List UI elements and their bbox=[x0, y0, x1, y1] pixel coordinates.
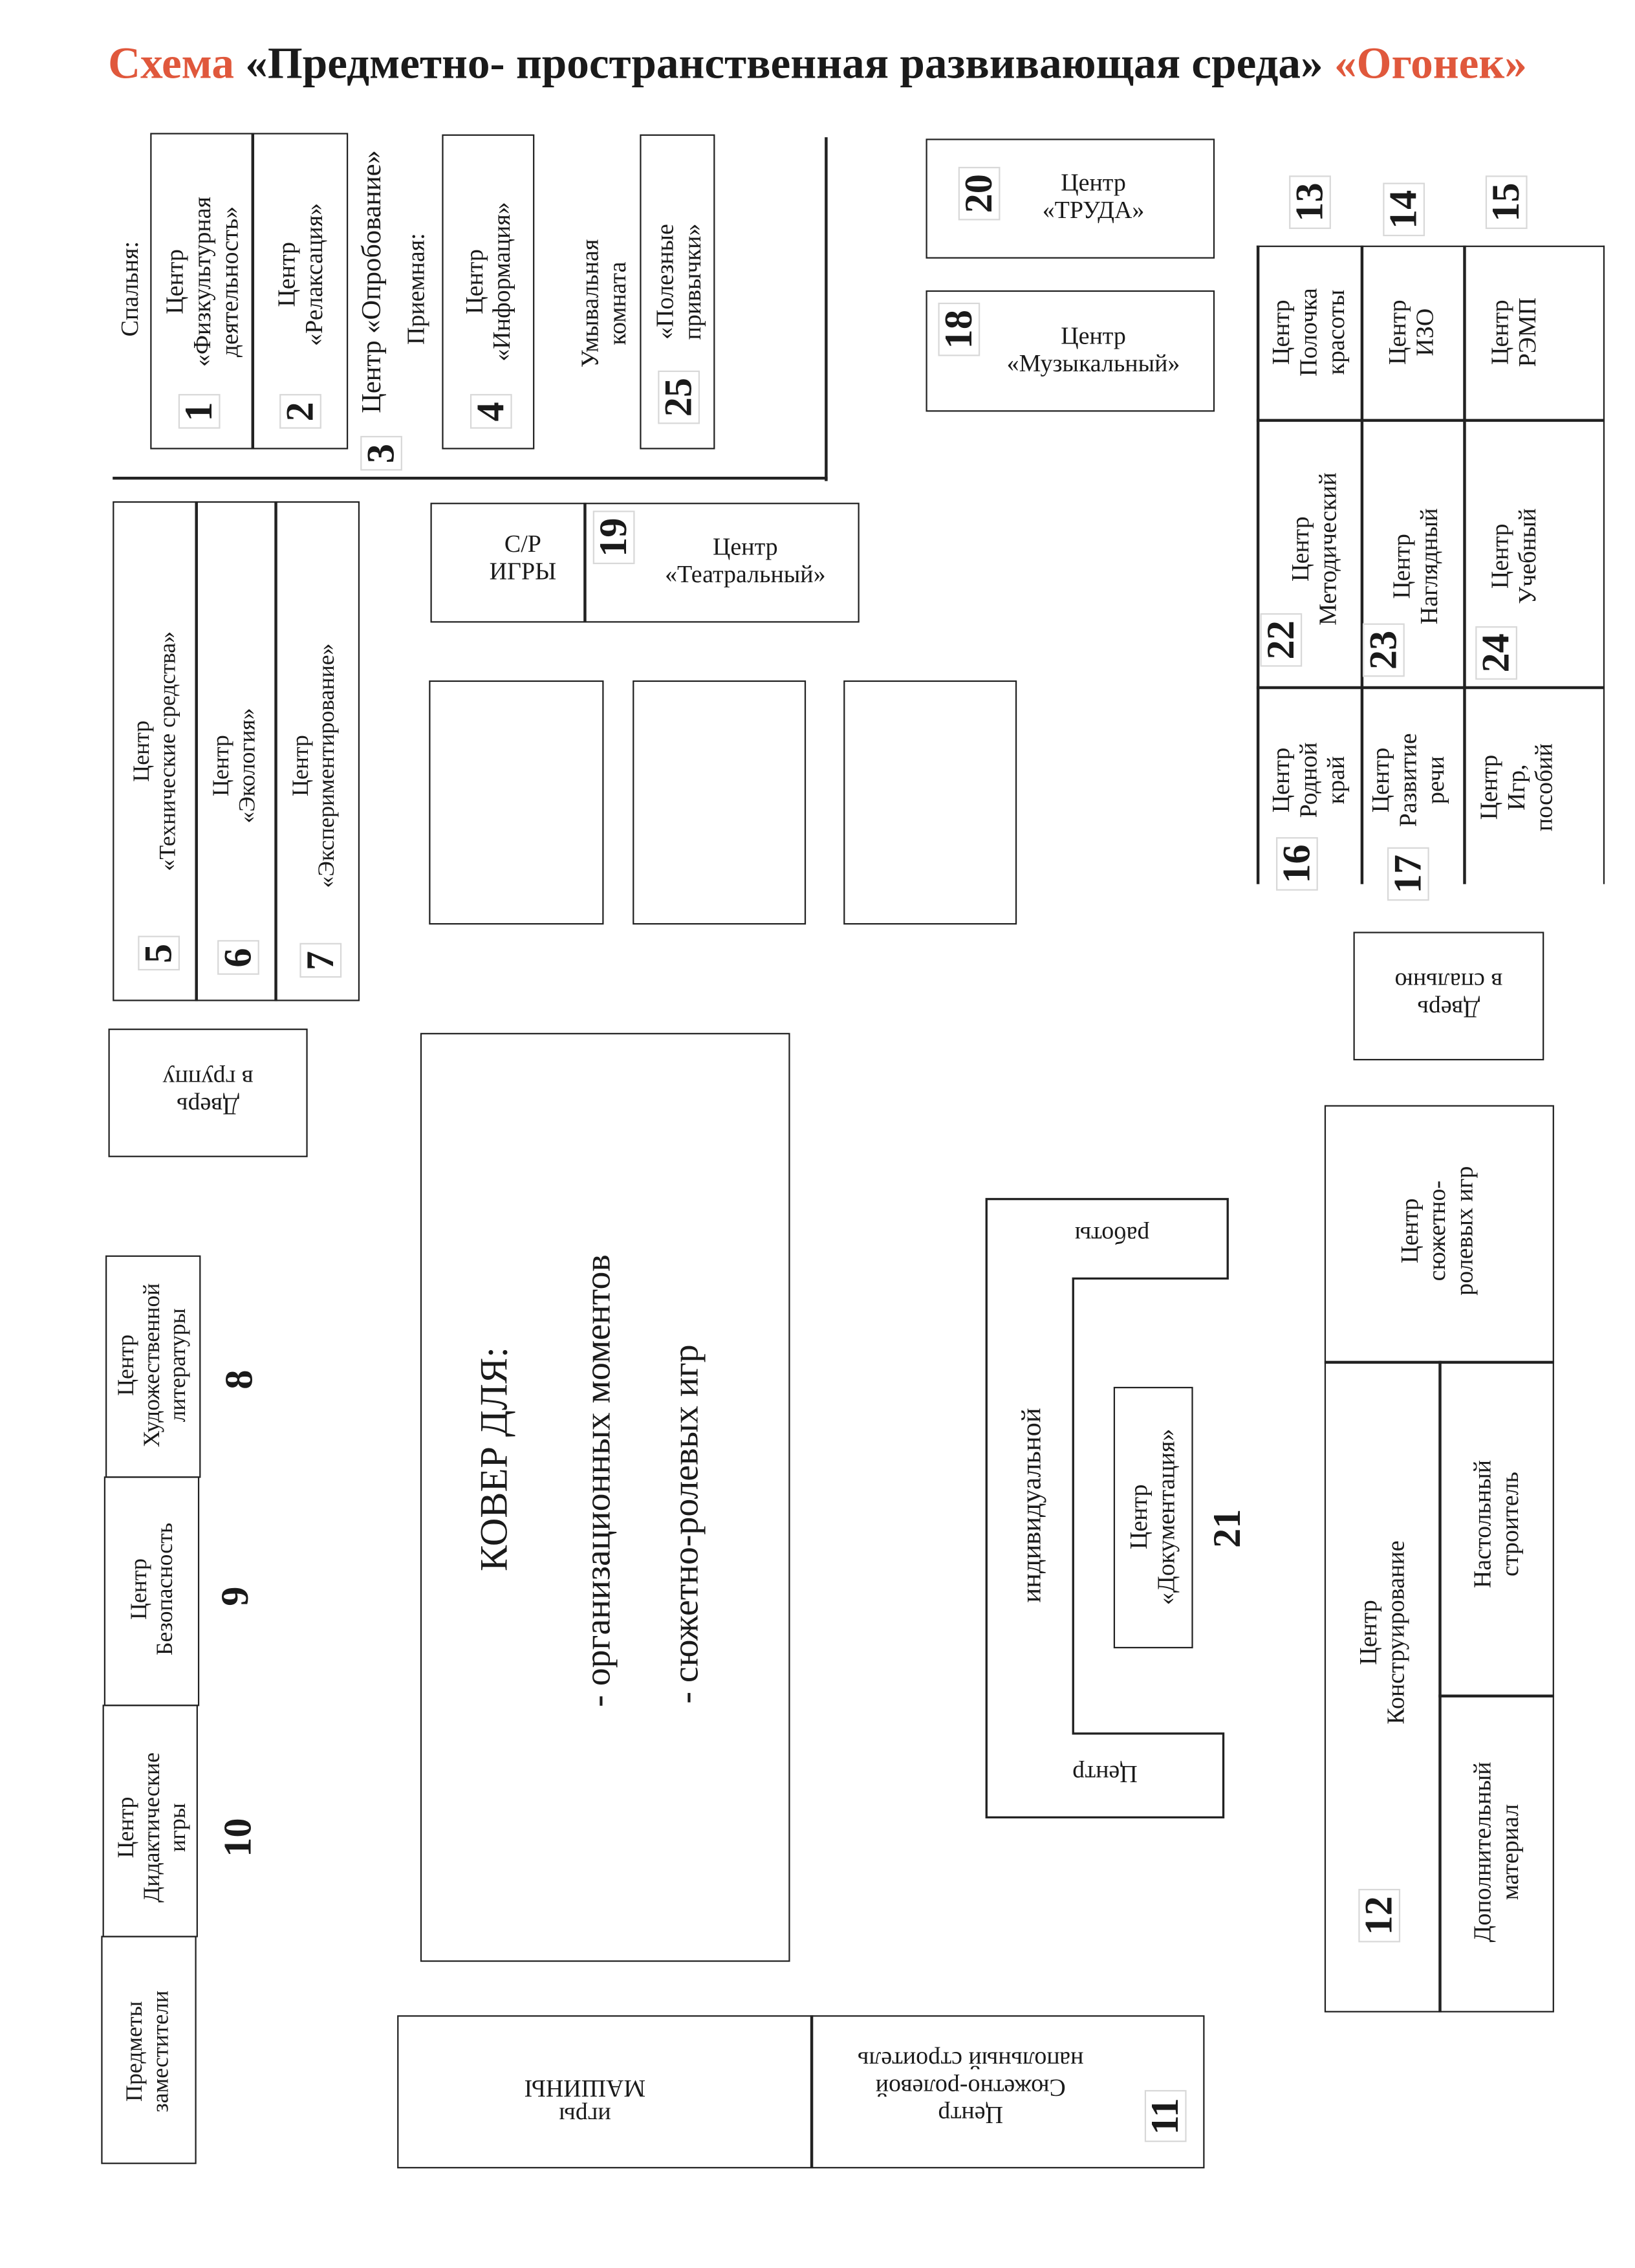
individual-work-middle-label: индивидуальной bbox=[1017, 1408, 1048, 1603]
center-21-number: 21 bbox=[1206, 1503, 1249, 1554]
wall-horizontal bbox=[113, 476, 828, 480]
title-prefix: Схема bbox=[108, 38, 234, 89]
divider bbox=[1463, 245, 1466, 884]
individual-work-top-label: работы bbox=[1074, 1221, 1150, 1249]
center-21-label: Центр «Документация» bbox=[1125, 1428, 1180, 1606]
divider bbox=[583, 503, 586, 623]
title-group: «Огонек» bbox=[1334, 38, 1527, 89]
bedroom-door[interactable] bbox=[1353, 932, 1544, 1061]
sr-games-label: С/Р ИГРЫ bbox=[489, 530, 557, 585]
individual-work-bottom-label: Центр bbox=[1072, 1760, 1138, 1788]
title-main: «Предметно- пространственная развивающая… bbox=[245, 38, 1323, 89]
divider bbox=[1256, 245, 1259, 884]
center-5-6-7-box bbox=[113, 501, 360, 1001]
center-19-box bbox=[430, 503, 860, 623]
divider bbox=[1360, 245, 1363, 884]
center-12-number: 12 bbox=[1357, 1888, 1401, 1943]
divider bbox=[1438, 1360, 1441, 2012]
table bbox=[429, 680, 604, 925]
center-25-box bbox=[640, 134, 715, 450]
tabletop-label: Настольный строитель bbox=[1469, 1459, 1524, 1589]
center-20-box bbox=[926, 138, 1215, 259]
center-1-2-box bbox=[150, 133, 349, 450]
divider bbox=[195, 501, 197, 1001]
substitutes-box bbox=[101, 1935, 197, 2164]
center-4-box bbox=[442, 134, 535, 450]
table bbox=[633, 680, 807, 925]
divider bbox=[1256, 686, 1605, 689]
divider bbox=[1438, 1694, 1554, 1697]
extra-material-label: Дополнительный материал bbox=[1469, 1761, 1524, 1943]
center-19-label: Центр «Театральный» bbox=[665, 532, 826, 588]
group-door[interactable] bbox=[108, 1029, 308, 1157]
center-18-label: Центр «Музыкальный» bbox=[1006, 322, 1180, 377]
center-20-label: Центр «ТРУДА» bbox=[1042, 169, 1145, 224]
divider bbox=[274, 501, 277, 1001]
role-play-label: Центр сюжетно- ролевых игр bbox=[1396, 1166, 1478, 1296]
center-21-box bbox=[1113, 1386, 1193, 1649]
divider bbox=[251, 133, 254, 450]
table bbox=[843, 680, 1017, 925]
divider bbox=[810, 2015, 813, 2169]
center-18-box bbox=[926, 290, 1215, 412]
centers-grid bbox=[1256, 245, 1605, 884]
center-12-label: Центр Конструирование bbox=[1354, 1540, 1410, 1725]
carpet bbox=[420, 1032, 790, 1962]
page-title: Схема «Предметно- пространственная разви… bbox=[108, 38, 1527, 89]
center-11-box bbox=[397, 2015, 1205, 2169]
divider bbox=[1256, 419, 1605, 421]
wall-vertical bbox=[825, 137, 828, 481]
